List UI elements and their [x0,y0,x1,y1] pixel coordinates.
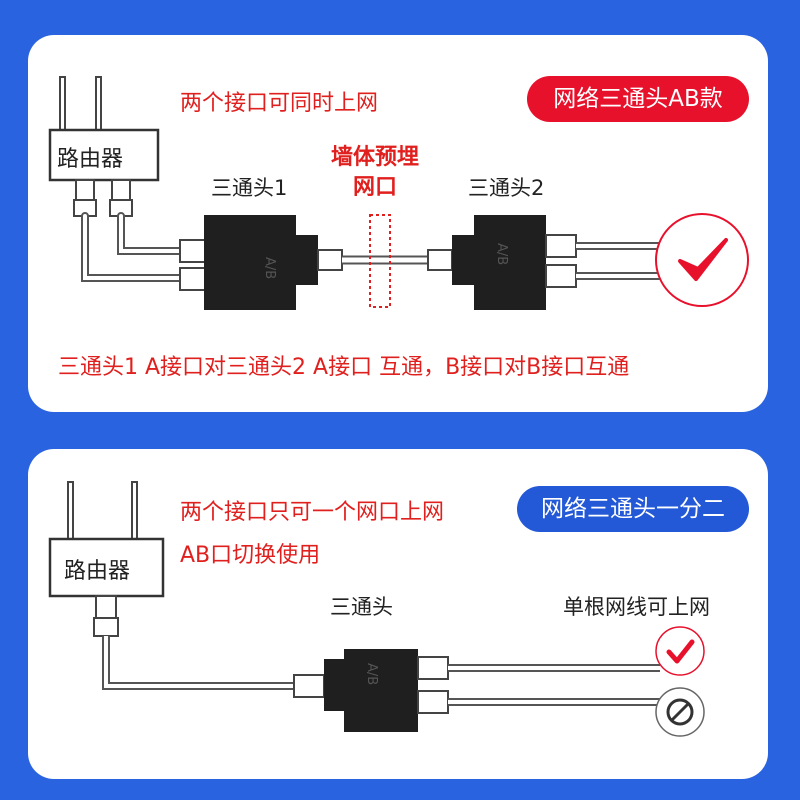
splitter-body [324,649,418,732]
panel2-router-label: 路由器 [64,559,131,584]
panel2-note-line2: AB口切换使用 [180,543,321,568]
splitter1-marking: A/B [262,257,277,279]
router-connector [93,595,119,637]
splitter1-input-plugs [179,239,207,291]
router-prong-pair [67,481,138,543]
splitter-input-plug [293,674,325,698]
panel1-wall-label-line1: 墙体预埋 [331,145,420,170]
panel1-caption: 三通头1 A接口对三通头2 A接口 互通，B接口对B接口互通 [58,355,630,380]
cables-router [81,212,192,282]
splitter1-body [204,215,318,310]
panel2-diagram: A/B [48,481,705,737]
panel2-note-line1: 两个接口只可一个网口上网 [180,500,445,525]
cables-output [448,664,660,706]
panel1-wall-label-line2: 网口 [353,175,398,200]
router-box [48,128,160,182]
splitter1-output-plug [317,249,343,271]
checkmark-icon [655,626,705,676]
panel2-splitter-label: 三通头 [330,595,393,619]
splitter-output-plugs [417,656,449,714]
panel1-splitter1-label: 三通头1 [211,176,288,200]
cables-output [576,242,668,280]
panel2-cable-label: 单根网线可上网 [563,595,710,619]
splitter2-body [452,215,546,310]
panel2-badge: 网络三通头一分二 [517,486,749,532]
checkmark-icon [655,213,749,307]
router-prong-pair [59,76,102,134]
panel1-diagram: A/B A/B [48,76,749,310]
wall-socket-outline [369,214,391,308]
panel-simultaneous: A/B A/B 两个接口可同时上网 网络三通头AB款 路由器 三通头1 墙 [28,35,768,412]
splitter-marking: A/B [364,663,379,685]
panel1-splitter2-label: 三通头2 [468,176,545,200]
panel1-router-label: 路由器 [57,147,124,172]
router-connectors [73,179,133,217]
splitter2-output-plugs [545,234,577,288]
panel1-badge: 网络三通头AB款 [527,76,749,122]
cable-router [102,636,298,690]
panel-switchable: A/B 两个接口只可一个网口上网 AB口切换使用 网络三通头一分二 路由器 三通… [28,449,768,779]
prohibited-icon [655,687,705,737]
router-box [48,537,165,598]
splitter2-input-plug [427,249,453,271]
panel1-note: 两个接口可同时上网 [180,91,379,116]
splitter2-marking: A/B [494,243,509,265]
